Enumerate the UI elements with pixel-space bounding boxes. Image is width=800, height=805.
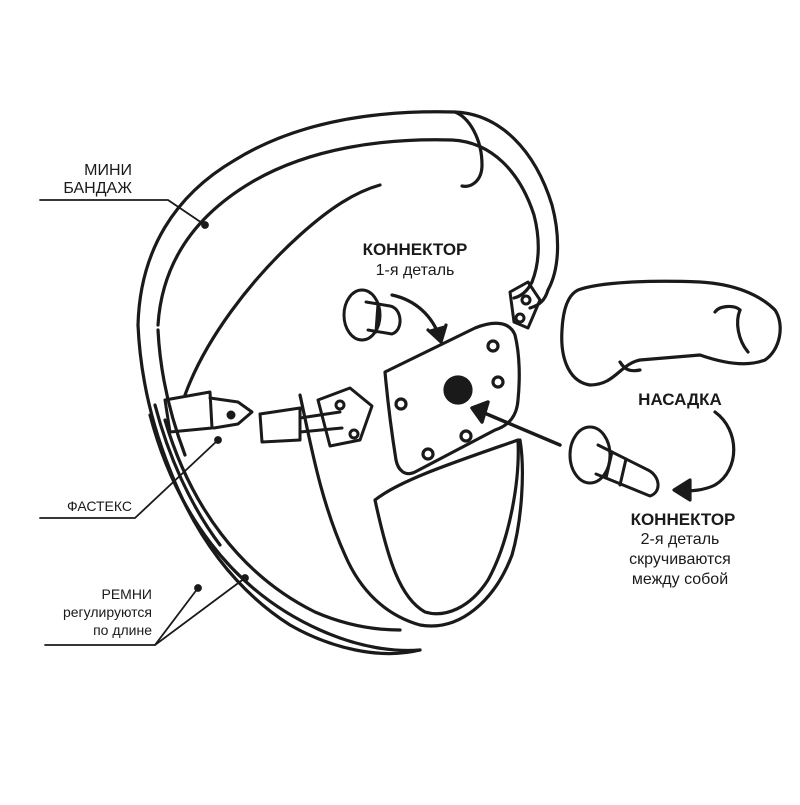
connector2-sub-line1: 2-я деталь xyxy=(640,531,720,548)
connector2-sub-line2: скручиваются xyxy=(629,551,731,568)
straps-label-line2: регулируются xyxy=(62,604,152,620)
straps-label-line1: РЕМНИ xyxy=(101,586,152,602)
straps-label-line3: по длине xyxy=(93,622,152,638)
mini-bandage-label-line1: МИНИ xyxy=(84,162,132,179)
attachment-label: НАСАДКА xyxy=(638,390,722,409)
connector2-title: КОННЕКТОР xyxy=(630,510,736,529)
connector-part-2 xyxy=(568,425,660,498)
mini-bandage-label-line2: БАНДАЖ xyxy=(63,180,132,197)
connector2-sub-line3: между собой xyxy=(631,571,729,588)
attachment-illustration xyxy=(560,279,782,387)
connector1-subtitle: 1-я деталь xyxy=(375,262,455,279)
arrow-attachment xyxy=(672,410,736,502)
front-plate xyxy=(383,321,521,476)
arrow-connector1 xyxy=(390,293,448,344)
arrow-connector2-to-plate xyxy=(470,400,562,447)
fastex-buckle xyxy=(163,390,344,444)
slider-clip xyxy=(316,386,374,448)
side-clip xyxy=(508,280,542,330)
connector-part-1 xyxy=(342,288,402,342)
harness-body xyxy=(136,110,560,656)
connector1-title: КОННЕКТОР xyxy=(362,240,468,259)
leader-lines xyxy=(39,199,249,646)
fastex-label: ФАСТЕКС xyxy=(66,498,132,514)
